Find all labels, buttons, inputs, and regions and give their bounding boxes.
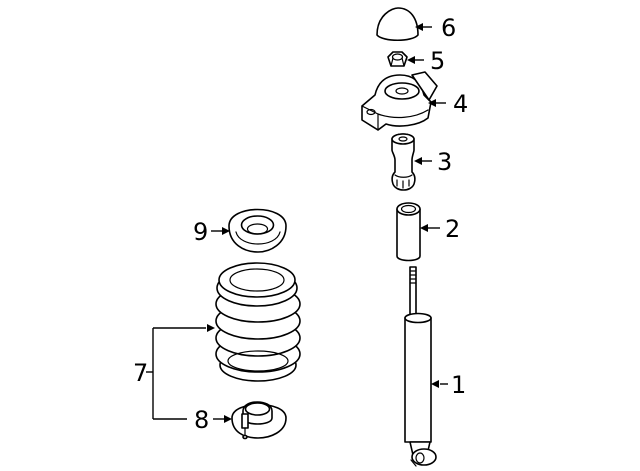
callout-7-leader (146, 324, 215, 419)
callout-2-leader (420, 224, 440, 232)
callout-2: 2 (445, 215, 460, 243)
callout-9-leader (211, 227, 230, 235)
part-7-coil-spring (215, 262, 301, 382)
part-5-nut (387, 51, 408, 67)
callout-9: 9 (193, 218, 208, 246)
callout-3-leader (414, 157, 432, 165)
callout-5: 5 (430, 47, 445, 75)
callout-8: 8 (194, 406, 209, 434)
callout-3: 3 (437, 148, 452, 176)
callout-6: 6 (441, 14, 456, 42)
part-4-upper-mount (361, 71, 438, 131)
part-6-dust-cap (376, 7, 419, 42)
callout-1-leader (431, 380, 448, 388)
part-2-dust-boot (396, 202, 421, 262)
callout-1: 1 (451, 371, 466, 399)
callout-7: 7 (133, 359, 148, 387)
part-3-bump-stop (391, 133, 416, 191)
part-1-shock-absorber (404, 266, 437, 467)
callout-4: 4 (453, 90, 468, 118)
callout-8-leader (153, 415, 232, 423)
callout-5-leader (407, 56, 424, 64)
part-9-upper-spring-seat (228, 208, 287, 253)
part-8-lower-spring-seat (231, 401, 287, 440)
callout-4-leader (428, 99, 446, 107)
callout-6-leader (415, 23, 432, 31)
